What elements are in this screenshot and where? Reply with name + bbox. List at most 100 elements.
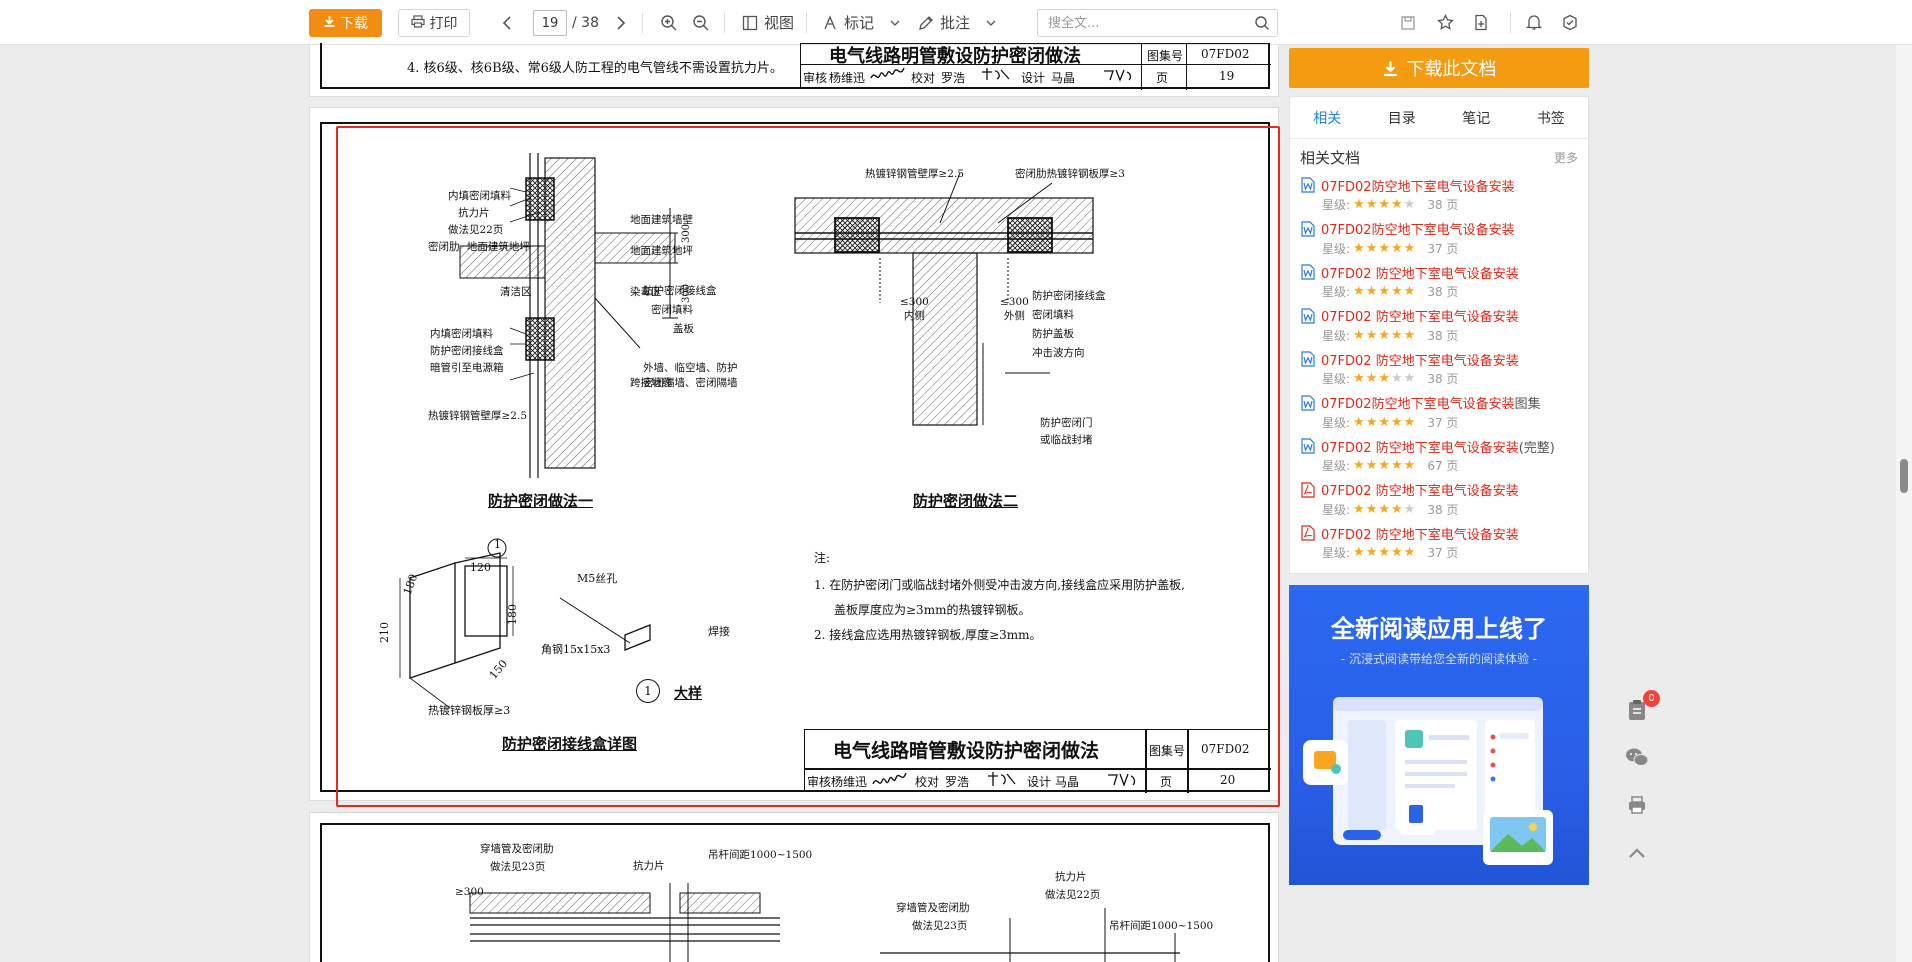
clipboard-icon[interactable]: [1624, 697, 1650, 723]
proofread-label: 校对: [915, 775, 940, 789]
document-page-21: 穿墙管及密闭肋 做法见23页 抗力片 吊杆间距1000~1500 ≥300 抗力…: [309, 812, 1279, 962]
sidebar-panel: 相关 目录 笔记 书签 相关文档 更多 07FD02防空地下室电气设备安装星级:…: [1289, 96, 1589, 574]
word-file-icon: [1300, 351, 1316, 367]
word-file-icon: [1300, 264, 1316, 280]
mark-button[interactable]: 标记: [822, 0, 900, 45]
chevron-down-icon: [890, 20, 900, 26]
related-item-title[interactable]: 07FD02 防空地下室电气设备安装: [1321, 353, 1519, 369]
related-item-title[interactable]: 07FD02 防空地下室电气设备安装: [1321, 266, 1519, 282]
p21-hanger-label-2: 吊杆间距1000~1500: [1109, 920, 1214, 932]
divider: [642, 13, 643, 33]
page-count: 37 页: [1427, 241, 1459, 256]
related-item[interactable]: 07FD02 防空地下室电气设备安装星级:★★★★★38 页: [1290, 349, 1588, 393]
clean-zone-label: 清洁区: [500, 286, 532, 298]
page-selection-highlight: [336, 126, 1280, 807]
back-to-top-icon[interactable]: [1624, 840, 1650, 866]
printer-icon: [410, 14, 425, 32]
page-label: 页: [1160, 775, 1173, 789]
app-promo-banner[interactable]: 全新阅读应用上线了 - 沉浸式阅读带给您全新的阅读体验 -: [1289, 585, 1589, 885]
rating-label: 星级:: [1322, 285, 1351, 299]
m2-wall-label: 外墙、临空墙、防护密闭隔墙、密闭隔墙: [643, 362, 738, 389]
print-button[interactable]: 打印: [398, 9, 470, 37]
page-count: 37 页: [1427, 546, 1459, 560]
related-item-title[interactable]: 07FD02 防空地下室电气设备安装: [1321, 310, 1519, 325]
view-button[interactable]: 视图: [742, 0, 794, 45]
related-item-title[interactable]: 07FD02防空地下室电气设备安装图集: [1321, 397, 1541, 412]
p21-hanger-label: 吊杆间距1000~1500: [708, 849, 813, 861]
divider: [806, 13, 807, 33]
more-link[interactable]: 更多: [1553, 150, 1578, 165]
tab-notes[interactable]: 笔记: [1462, 110, 1491, 127]
related-item-title[interactable]: 07FD02防空地下室电气设备安装: [1321, 179, 1515, 195]
scrollbar-thumb[interactable]: [1900, 459, 1908, 493]
signature: [1104, 69, 1132, 82]
star-icon[interactable]: [1437, 0, 1454, 45]
print-screen-icon[interactable]: [1624, 792, 1650, 818]
page-count: 67 页: [1427, 459, 1459, 473]
page19-note: 4. 核6级、核6B级、常6级人防工程的电气管线不需设置抗力片。: [407, 61, 783, 76]
related-item[interactable]: 07FD02防空地下室电气设备安装图集星级:★★★★★37 页: [1290, 393, 1588, 437]
wechat-icon[interactable]: [1624, 744, 1650, 770]
related-header: 相关文档 更多: [1290, 139, 1588, 175]
save-icon[interactable]: [1400, 0, 1416, 45]
drawing-frame: [320, 823, 1270, 962]
search-input[interactable]: [1037, 9, 1278, 37]
view-label: 视图: [764, 14, 795, 32]
page-number-input[interactable]: [533, 10, 567, 36]
add-file-icon[interactable]: [1473, 0, 1489, 45]
page-count: 38 页: [1427, 198, 1459, 212]
notes-heading: 注:: [814, 551, 831, 565]
search-icon[interactable]: [1254, 0, 1270, 45]
related-item[interactable]: 07FD02防空地下室电气设备安装星级:★★★★★37 页: [1290, 219, 1588, 263]
detail-circle-number: 1: [494, 538, 501, 551]
page-number: 20: [1220, 773, 1236, 787]
tab-related[interactable]: 相关: [1313, 110, 1342, 127]
annotate-label: 批注: [940, 14, 971, 32]
related-item[interactable]: 07FD02 防空地下室电气设备安装(完整)星级:★★★★★67 页: [1290, 436, 1588, 480]
related-item[interactable]: 07FD02 防空地下室电气设备安装星级:★★★★★37 页: [1290, 523, 1588, 567]
word-file-icon: [1300, 307, 1316, 324]
download-document-button[interactable]: 下载此文档: [1289, 48, 1589, 88]
next-page-button[interactable]: [616, 0, 626, 45]
word-file-icon: [1300, 394, 1316, 411]
page-total: / 38: [572, 14, 599, 31]
design-label: 设计: [1027, 775, 1052, 789]
rating-label: 星级:: [1322, 415, 1351, 430]
tab-bookmarks[interactable]: 书签: [1536, 110, 1565, 127]
related-item[interactable]: 07FD02 防空地下室电气设备安装星级:★★★★★38 页: [1290, 262, 1588, 306]
related-item[interactable]: 07FD02 防空地下室电气设备安装星级:★★★★★38 页: [1290, 306, 1588, 350]
page-scrollbar[interactable]: [1896, 45, 1912, 962]
zoom-in-button[interactable]: [660, 0, 678, 45]
related-item-title[interactable]: 07FD02 防空地下室电气设备安装(完整): [1321, 440, 1555, 456]
bell-icon[interactable]: [1526, 0, 1542, 45]
star-rating: ★★★★★: [1353, 197, 1417, 212]
related-item[interactable]: 07FD02 防空地下室电气设备安装星级:★★★★★38 页: [1290, 480, 1588, 524]
zoom-in-icon: [661, 14, 677, 30]
related-item-title[interactable]: 07FD02 防空地下室电气设备安装: [1321, 484, 1519, 499]
tab-contents[interactable]: 目录: [1387, 110, 1416, 127]
toolbar: 下载 打印 / 38 视图 标记 批注: [0, 0, 1912, 45]
related-item-title[interactable]: 07FD02防空地下室电气设备安装: [1321, 223, 1515, 238]
contaminated-zone-label: 染毒区: [630, 286, 662, 298]
drawing-frame: [320, 43, 1270, 89]
chevron-right-icon: [617, 15, 626, 30]
page-count: 37 页: [1427, 415, 1459, 430]
title-block: 电气线路暗管敷设防护密闭做法 图集号 07FD02 页 20 审核 杨维迅 校对…: [804, 729, 1271, 793]
proofreader-name: 罗浩: [941, 71, 966, 85]
annotate-button[interactable]: 批注: [918, 0, 996, 45]
signature: [1108, 773, 1136, 787]
dim-120: 120: [470, 561, 491, 574]
download-button[interactable]: 下载: [309, 9, 382, 37]
atlas-number: 07FD02: [1201, 742, 1250, 756]
zoom-out-button[interactable]: [692, 0, 710, 45]
page-count: 38 页: [1427, 285, 1459, 299]
rating-label: 星级:: [1322, 198, 1351, 212]
signature: [988, 772, 1016, 786]
related-item-title[interactable]: 07FD02 防空地下室电气设备安装: [1321, 527, 1519, 543]
shield-icon[interactable]: [1562, 0, 1578, 45]
prev-page-button[interactable]: [502, 0, 512, 45]
page-count: 38 页: [1427, 328, 1459, 343]
note-1-cont: 盖板厚度应为≥3mm的热镀锌钢板。: [834, 603, 1031, 617]
large-detail-circle: 1: [636, 679, 660, 703]
related-item[interactable]: 07FD02防空地下室电气设备安装星级:★★★★★ 38 页: [1290, 175, 1588, 219]
